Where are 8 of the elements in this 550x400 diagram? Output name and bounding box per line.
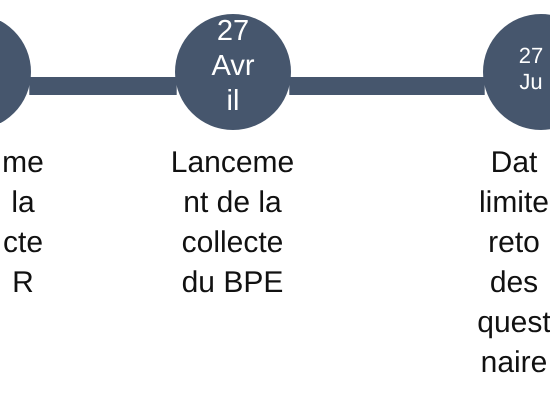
timeline-bar (29, 77, 177, 95)
milestone-description: Dat limite reto des quest naire (476, 145, 550, 381)
timeline-circle (175, 14, 291, 130)
date-label: 27 Ju (518, 43, 544, 95)
timeline-bar (289, 77, 485, 95)
date-label: 27 Avr il (210, 14, 256, 119)
milestone-description: Lanceme nt de la collecte du BPE (170, 145, 296, 301)
milestone-description: me la cte R (1, 145, 45, 301)
